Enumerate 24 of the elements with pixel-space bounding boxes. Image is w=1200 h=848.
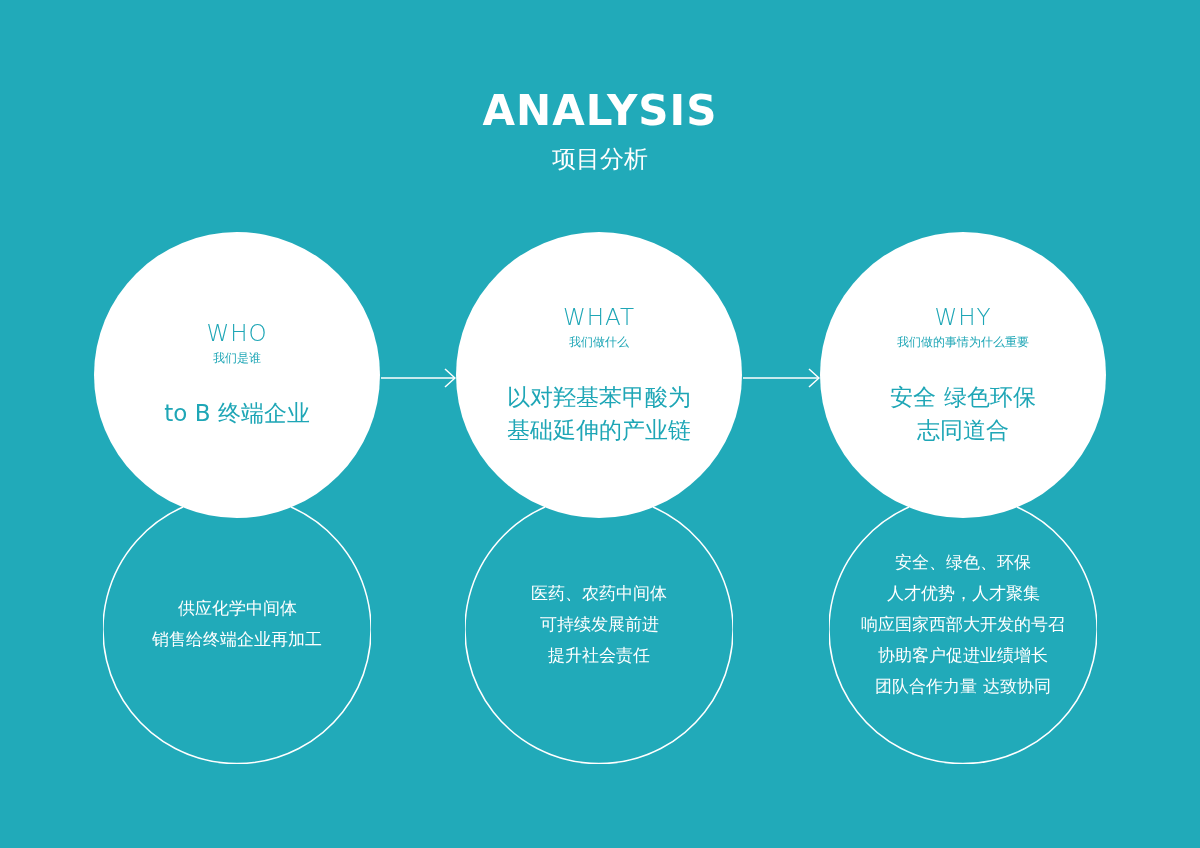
subtitle: 项目分析	[551, 144, 649, 175]
subheading: 我们是谁	[213, 350, 261, 368]
main-text: 以对羟基苯甲酸为基础延伸的产业链	[506, 383, 692, 445]
main-text: 安全 绿色环保	[890, 383, 1036, 413]
list-item: 响应国家西部大开发的号召	[861, 612, 1065, 636]
list-item: 可持续发展前进	[539, 612, 659, 636]
heading: WHO	[206, 320, 268, 347]
arrow	[380, 368, 456, 388]
subheading: 我们做的事情为什么重要	[897, 334, 1029, 352]
heading: WHAT	[562, 304, 635, 331]
main-text: 志同道合	[917, 415, 1009, 445]
title: ANALYSIS	[481, 86, 719, 135]
heading: WHY	[934, 304, 992, 331]
list-item: 医药、农药中间体	[531, 581, 667, 605]
list-item: 团队合作力量 达致协同	[875, 674, 1051, 698]
list-item: 人才优势，人才聚集	[886, 581, 1040, 605]
list-item: 销售给终端企业再加工	[152, 628, 322, 652]
list-item: 供应化学中间体	[177, 597, 297, 621]
subheading: 我们做什么	[569, 334, 629, 352]
arrow	[742, 368, 820, 388]
list-item: 提升社会责任	[548, 643, 650, 667]
list-item: 协助客户促进业绩增长	[878, 643, 1048, 667]
main-text: to B 终端企业	[164, 399, 310, 429]
list-item: 安全、绿色、环保	[895, 550, 1031, 574]
